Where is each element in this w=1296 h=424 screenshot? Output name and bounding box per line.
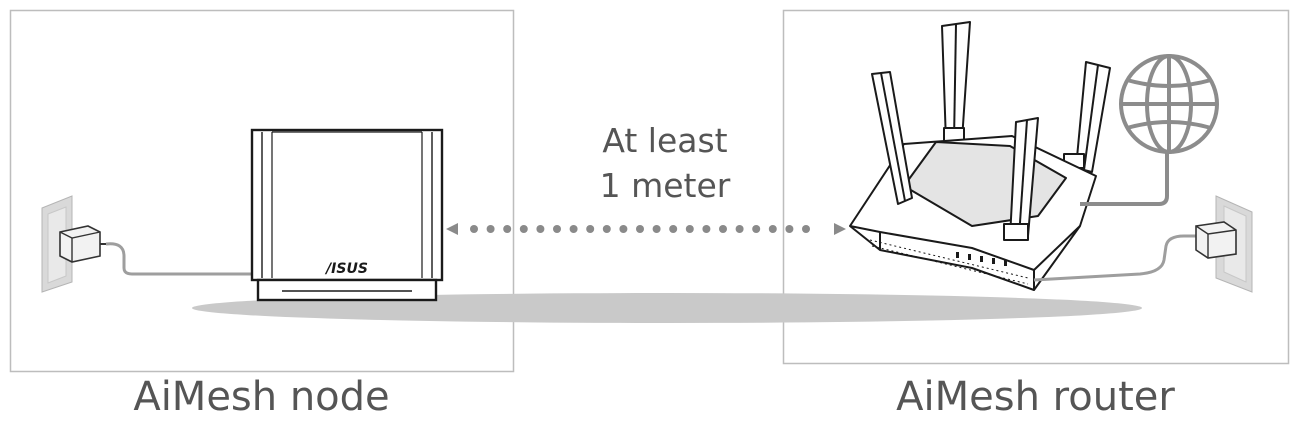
router-icon (849, 21, 1111, 291)
distance-dot (470, 225, 478, 233)
internet-cable (1080, 152, 1169, 206)
distance-dot (636, 225, 644, 233)
distance-dot (536, 225, 545, 233)
arrowhead-right (834, 223, 846, 235)
distance-dot (619, 225, 628, 233)
distance-dot (519, 225, 528, 233)
distance-dot (486, 225, 495, 233)
node-power-cable (105, 242, 256, 276)
distance-label-line1: At least (602, 121, 728, 160)
distance-label-line2: 1 meter (599, 166, 731, 205)
wall-outlet-icon-left (41, 195, 73, 293)
distance-dot (569, 225, 578, 233)
power-adapter-icon-right (1195, 221, 1237, 259)
node-caption: AiMesh node (133, 374, 390, 420)
router-power-cable (1033, 234, 1198, 282)
distance-dot (553, 225, 561, 233)
distance-dot (802, 225, 810, 233)
power-adapter-icon-left (59, 225, 106, 263)
distance-dot (768, 225, 777, 233)
distance-dot (669, 225, 678, 233)
distance-dot (602, 225, 611, 233)
distance-dot (586, 225, 595, 233)
distance-dot (785, 225, 794, 233)
distance-arrow (446, 223, 846, 235)
distance-dot (652, 225, 661, 233)
mesh-node-icon: /ISUS (250, 128, 444, 302)
distance-dot (702, 225, 711, 233)
globe-icon (1119, 54, 1219, 154)
distance-dot (719, 225, 727, 233)
arrowhead-left (446, 223, 458, 235)
distance-dot (503, 225, 512, 233)
node-brand-logo: /ISUS (324, 261, 368, 277)
router-caption: AiMesh router (896, 374, 1175, 420)
distance-dot (685, 225, 694, 233)
distance-dot (735, 225, 744, 233)
distance-dot (752, 225, 761, 233)
